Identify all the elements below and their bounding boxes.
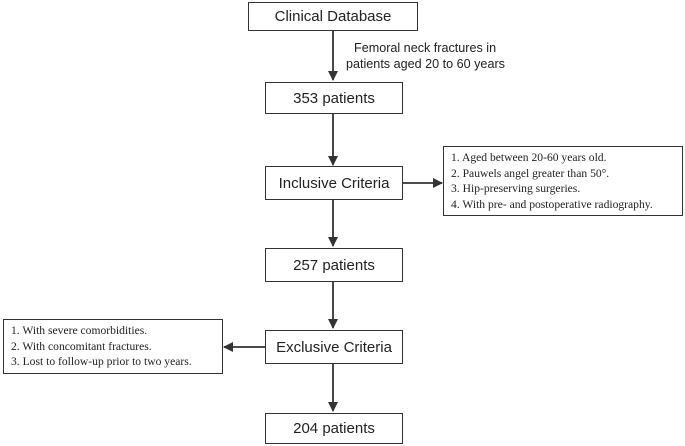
patients-353-label: 353 patients	[293, 89, 375, 107]
exclusion-criterion-2: 2. With concomitant fractures.	[11, 339, 152, 353]
inclusive-criteria-label: Inclusive Criteria	[278, 174, 390, 192]
cohort-annotation-line-1: Femoral neck fractures in	[354, 41, 497, 55]
inclusive-criteria-box: Inclusive Criteria	[265, 166, 403, 200]
inclusion-criterion-2: 2. Pauwels angel greater than 50°.	[451, 166, 610, 180]
exclusion-criteria-box: 1. With severe comorbidities. 2. With co…	[3, 319, 223, 374]
inclusion-criterion-1: 1. Aged between 20-60 years old.	[451, 151, 607, 164]
cohort-annotation: Femoral neck fractures in patients aged …	[346, 40, 505, 72]
exclusive-criteria-label: Exclusive Criteria	[276, 338, 392, 356]
exclusive-criteria-box: Exclusive Criteria	[265, 330, 403, 364]
inclusion-criteria-box: 1. Aged between 20-60 years old. 2. Pauw…	[443, 146, 683, 216]
patients-353-box: 353 patients	[265, 82, 403, 114]
cohort-annotation-line-2: patients aged 20 to 60 years	[346, 57, 505, 71]
inclusion-criterion-4: 4. With pre- and postoperative radiograp…	[451, 197, 653, 211]
clinical-database-box: Clinical Database	[248, 2, 418, 31]
patients-257-label: 257 patients	[293, 256, 375, 274]
patients-204-label: 204 patients	[293, 420, 375, 437]
patients-257-box: 257 patients	[265, 248, 403, 282]
exclusion-criterion-3: 3. Lost to follow-up prior to two years.	[11, 355, 192, 369]
exclusion-criterion-1: 1. With severe comorbidities.	[11, 324, 148, 337]
clinical-database-label: Clinical Database	[274, 8, 392, 25]
inclusion-criterion-3: 3. Hip-preserving surgeries.	[451, 182, 581, 196]
patients-204-box: 204 patients	[265, 413, 403, 444]
